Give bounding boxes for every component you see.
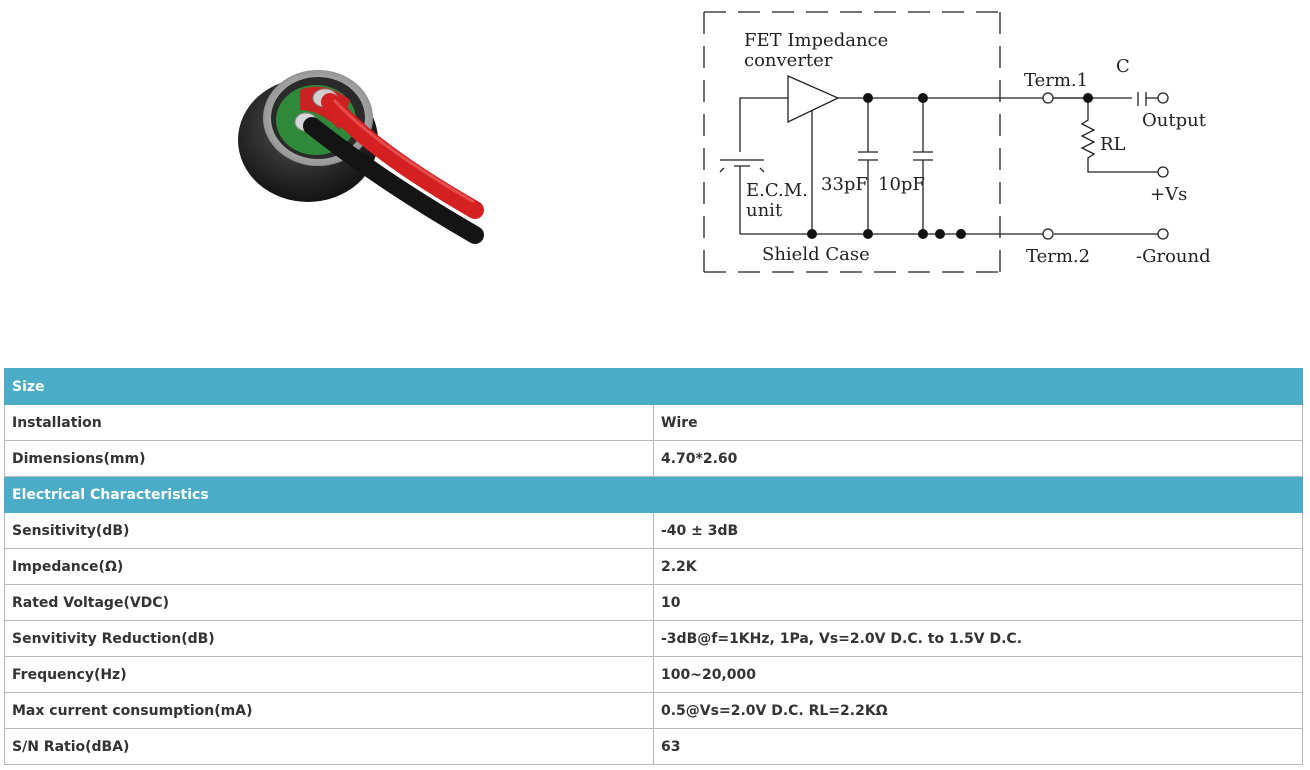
terminal-ground (1157, 228, 1169, 240)
spec-label: Dimensions(mm) (4, 440, 654, 477)
section-header-electrical: Electrical Characteristics (4, 476, 1303, 513)
table-row: Impedance(Ω) 2.2K (4, 548, 1303, 585)
spec-label: Installation (4, 404, 654, 441)
junction-dot (863, 229, 873, 239)
table-row: Frequency(Hz) 100~20,000 (4, 656, 1303, 693)
output-label: Output (1142, 110, 1207, 131)
fet-amplifier-symbol (787, 75, 840, 124)
terminal-output (1157, 92, 1169, 104)
red-wire (321, 93, 484, 219)
spec-label: Sensitivity(dB) (4, 512, 654, 549)
fet-label-line2: converter (744, 50, 833, 71)
spec-value: 100~20,000 (653, 656, 1303, 693)
junction-dot (918, 229, 928, 239)
capacitor-33pf (858, 98, 878, 234)
table-row: Max current consumption(mA) 0.5@Vs=2.0V … (4, 692, 1303, 729)
resistor-rl (1080, 98, 1158, 173)
vs-label: +Vs (1150, 184, 1187, 205)
junction-dot (807, 229, 817, 239)
spec-value: Wire (653, 404, 1303, 441)
fet-label-line1: FET Impedance (744, 30, 888, 51)
ecm-label-line2: unit (746, 200, 783, 221)
section-header-size: Size (4, 368, 1303, 405)
ground-label: -Ground (1136, 246, 1211, 267)
spec-value: -40 ± 3dB (653, 512, 1303, 549)
ecm-symbol (719, 159, 765, 173)
rl-label: RL (1100, 134, 1126, 155)
term2-label: Term.2 (1026, 246, 1090, 267)
terminal-1 (1042, 92, 1054, 104)
table-row: Installation Wire (4, 404, 1303, 441)
spec-label: Senvitivity Reduction(dB) (4, 620, 654, 657)
cap1-label: 33pF (821, 174, 868, 195)
ecm-label-line1: E.C.M. (746, 180, 808, 201)
terminal-2 (1042, 228, 1054, 240)
circuit-diagram: FET Impedance converter E.C.M. unit 33pF… (703, 11, 1211, 273)
table-row: Dimensions(mm) 4.70*2.60 (4, 440, 1303, 477)
black-wire (303, 117, 484, 244)
section-title: Electrical Characteristics (4, 476, 1303, 513)
junction-dot (1083, 93, 1093, 103)
spec-value: 63 (653, 728, 1303, 765)
table-row: Rated Voltage(VDC) 10 (4, 584, 1303, 621)
spec-table: Size Installation Wire Dimensions(mm) 4.… (4, 368, 1303, 765)
table-row: Sensitivity(dB) -40 ± 3dB (4, 512, 1303, 549)
spec-label: Rated Voltage(VDC) (4, 584, 654, 621)
spec-label: Max current consumption(mA) (4, 692, 654, 729)
cap2-label: 10pF (878, 174, 925, 195)
enclosure-box (703, 11, 1001, 273)
capacitor-10pf (913, 98, 933, 234)
spec-label: S/N Ratio(dBA) (4, 728, 654, 765)
spec-value: 10 (653, 584, 1303, 621)
spec-value: 4.70*2.60 (653, 440, 1303, 477)
junction-dot (956, 229, 966, 239)
junction-dot (918, 93, 928, 103)
shield-case-label: Shield Case (762, 244, 870, 265)
junction-dot (863, 93, 873, 103)
term1-label: Term.1 (1024, 70, 1088, 91)
spec-value: -3dB@f=1KHz, 1Pa, Vs=2.0V D.C. to 1.5V D… (653, 620, 1303, 657)
spec-label: Frequency(Hz) (4, 656, 654, 693)
junction-dot (935, 229, 945, 239)
terminal-vs (1157, 166, 1169, 178)
spec-value: 2.2K (653, 548, 1303, 585)
microphone-capsule-image (238, 70, 484, 244)
spec-value: 0.5@Vs=2.0V D.C. RL=2.2KΩ (653, 692, 1303, 729)
section-title: Size (4, 368, 1303, 405)
table-row: S/N Ratio(dBA) 63 (4, 728, 1303, 765)
spec-label: Impedance(Ω) (4, 548, 654, 585)
c-label: C (1116, 56, 1130, 77)
table-row: Senvitivity Reduction(dB) -3dB@f=1KHz, 1… (4, 620, 1303, 657)
